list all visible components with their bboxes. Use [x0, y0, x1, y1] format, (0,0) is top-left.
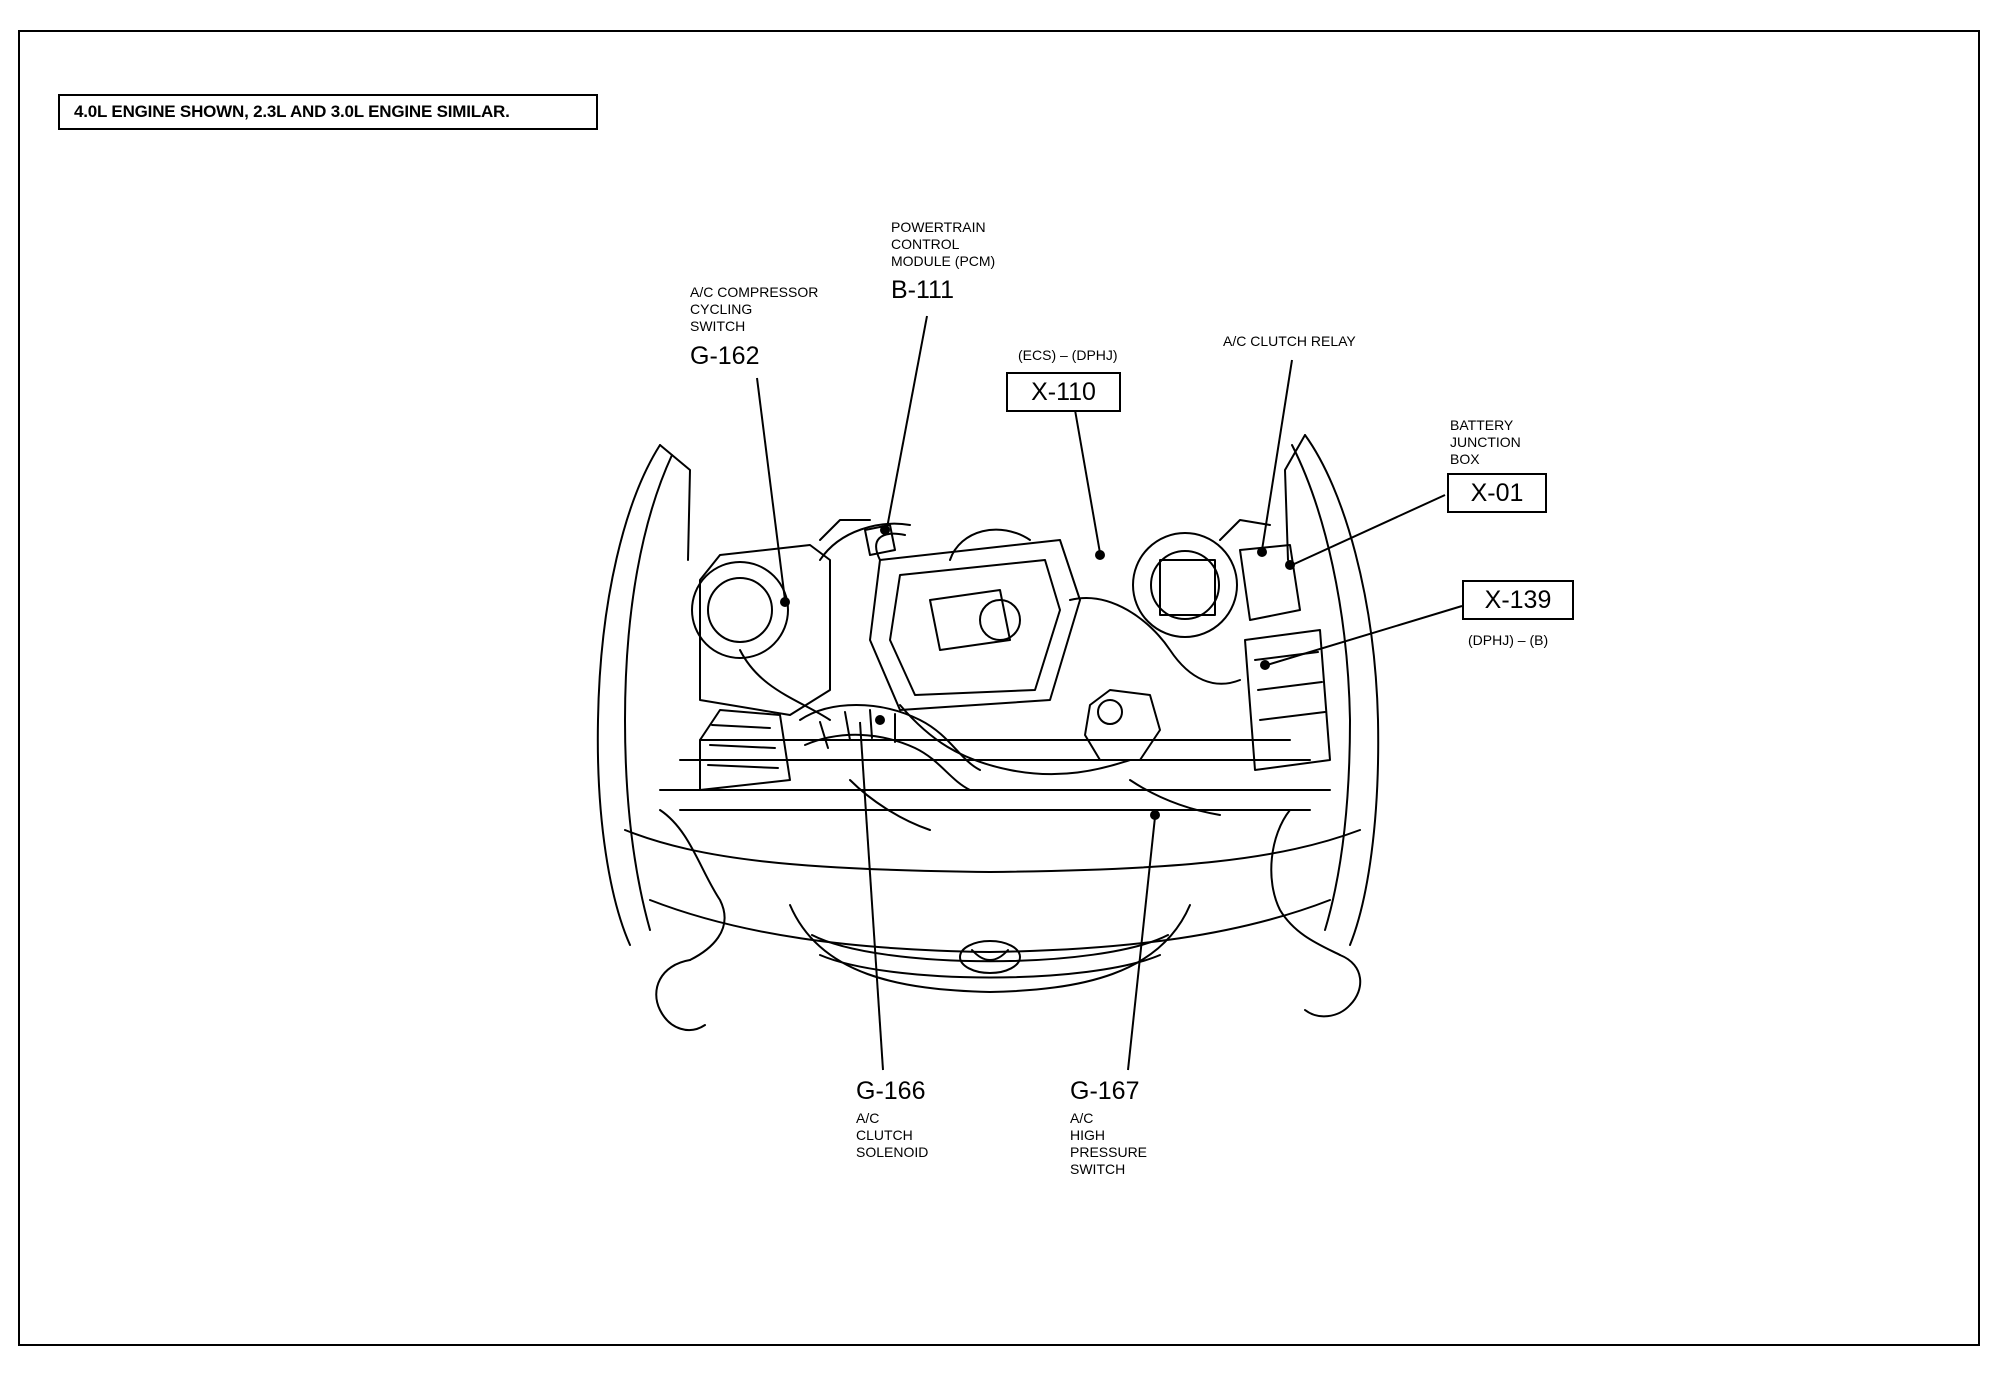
ac-high-pressure-switch-desc: A/C HIGH PRESSURE SWITCH [1070, 1110, 1148, 1177]
x139-connector-box: X-139 [1462, 580, 1574, 620]
diagram-frame [18, 30, 1980, 1346]
ac-cycling-switch-code: G-162 [690, 342, 760, 370]
battery-junction-box-desc: BATTERY JUNCTION BOX [1450, 417, 1521, 467]
ac-clutch-relay-desc: A/C CLUTCH RELAY [1223, 333, 1356, 349]
x01-connector-box: X-01 [1447, 473, 1547, 513]
g166-code: G-166 [856, 1077, 926, 1105]
x110-note: (ECS) – (DPHJ) [1018, 347, 1118, 363]
ac-cycling-switch-desc: A/C COMPRESSOR CYCLING SWITCH [690, 284, 819, 334]
x110-connector-box: X-110 [1006, 372, 1121, 412]
engine-note: 4.0L ENGINE SHOWN, 2.3L AND 3.0L ENGINE … [58, 94, 598, 130]
pcm-desc: POWERTRAIN CONTROL MODULE (PCM) [891, 219, 996, 269]
ac-clutch-solenoid-desc: A/C CLUTCH SOLENOID [856, 1110, 929, 1160]
g167-code: G-167 [1070, 1077, 1140, 1105]
pcm-code: B-111 [891, 276, 955, 304]
x139-note: (DPHJ) – (B) [1468, 632, 1549, 648]
